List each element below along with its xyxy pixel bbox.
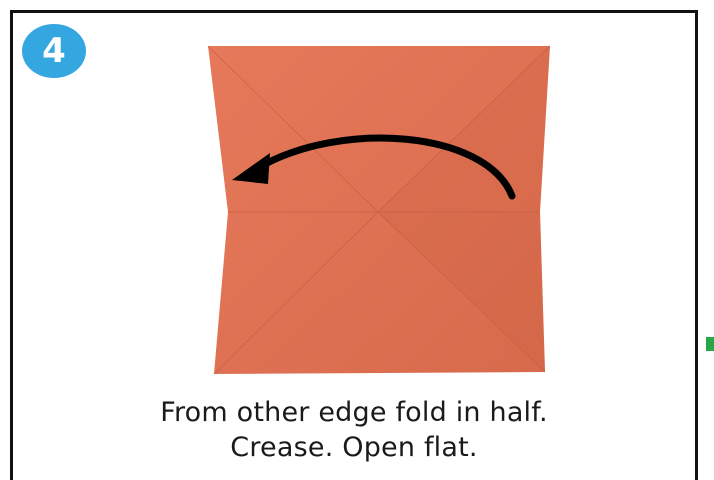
edge-marker xyxy=(706,337,714,351)
step-number-badge: 4 xyxy=(22,24,86,78)
instruction-caption-line-2: Crease. Open flat. xyxy=(10,430,698,466)
instruction-caption-line-1: From other edge fold in half. xyxy=(10,395,698,431)
